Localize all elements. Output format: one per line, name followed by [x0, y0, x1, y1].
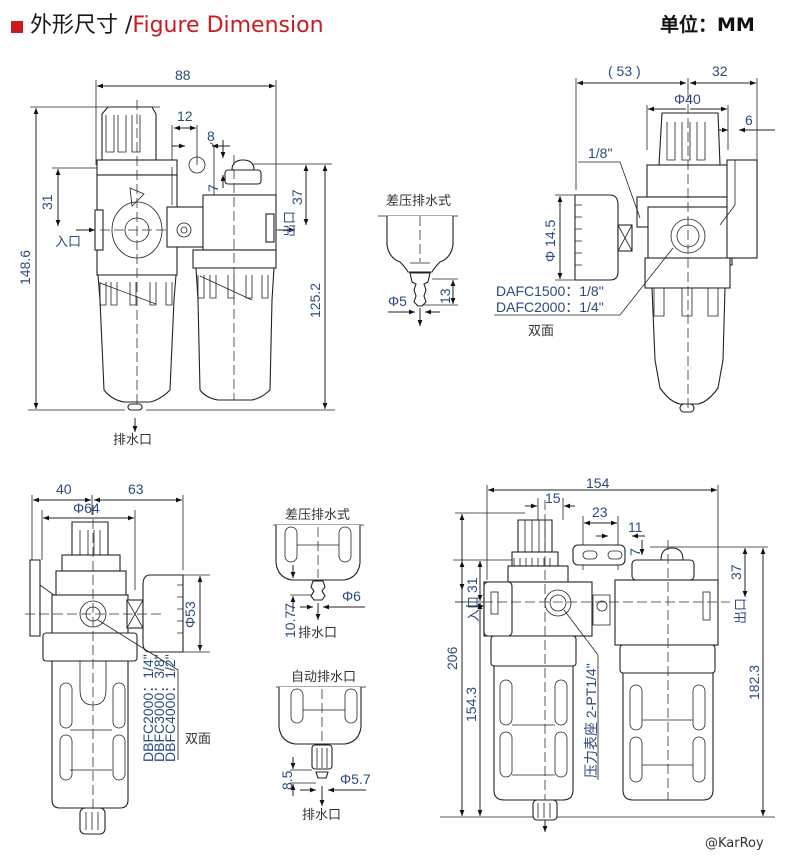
- view-bottom-right: 154 15 23 11 7 206 31 154.3 37 182.3: [440, 475, 775, 832]
- title-en: Figure Dimension: [132, 13, 324, 38]
- dim-154-3: 154.3: [463, 687, 479, 722]
- label-dafc1500: DAFC1500：1/8": [496, 283, 604, 299]
- dim-88: 88: [175, 67, 191, 83]
- view-top-left: 88 148.6 31 12 8 7 37 125.2: [17, 67, 335, 447]
- dim-15: 15: [545, 490, 561, 506]
- dim-11: 11: [628, 519, 643, 535]
- header-square-icon: [11, 21, 23, 33]
- dim-23: 23: [592, 504, 608, 520]
- dim-125-2: 125.2: [307, 283, 323, 318]
- dim-7: 7: [205, 184, 221, 192]
- label-drain-diff: 排水口: [298, 625, 337, 640]
- dim-12: 12: [177, 108, 193, 124]
- dim-7-br: 7: [627, 548, 643, 556]
- label-drain: 排水口: [113, 432, 152, 447]
- view-bottom-left: 40 63 Φ64 Φ53: [25, 481, 211, 835]
- dim-8: 8: [207, 128, 215, 144]
- dim-13: 13: [437, 288, 453, 304]
- bottom-mid-title-1: 差压排水式: [285, 507, 350, 522]
- leader-port: [578, 161, 641, 219]
- label-drain-auto: 排水口: [302, 807, 341, 822]
- unit-label: 单位：MM: [660, 14, 755, 36]
- dim-154: 154: [586, 475, 610, 491]
- label-outlet-br: 出口: [733, 598, 748, 624]
- dim-32: 32: [712, 63, 728, 79]
- dim-6: 6: [745, 112, 753, 128]
- dim-40: 40: [56, 481, 72, 497]
- dim-63: 63: [128, 481, 144, 497]
- page-title: 外形尺寸 /Figure Dimension: [30, 12, 324, 40]
- label-dbfc4000: DBFC4000：1/2": [162, 654, 178, 762]
- dim-phi53: Φ53: [182, 601, 198, 628]
- label-port-1-8: 1/8": [588, 145, 612, 161]
- label-gauge-port: 压力表座 2-PT1/4": [583, 663, 599, 778]
- bottom-mid-title-2: 自动排水口: [291, 669, 356, 684]
- title-cn: 外形尺寸 /: [30, 13, 133, 38]
- dim-phi6: Φ6: [342, 588, 361, 604]
- dim-8-5: 8.5: [279, 770, 295, 790]
- dim-31: 31: [39, 194, 55, 210]
- view-top-right: ( 53 ) 32 Φ40 6 Φ 14.5: [494, 63, 775, 413]
- dim-206: 206: [444, 646, 460, 670]
- dim-37-br: 37: [728, 564, 744, 580]
- label-both-sides-bottom: 双面: [185, 731, 211, 746]
- label-outlet: 出口: [282, 211, 297, 237]
- dim-53: ( 53 ): [608, 63, 641, 79]
- label-dbfc3000: DBFC3000：3/8": [151, 654, 167, 762]
- top-mid-title: 差压排水式: [386, 193, 451, 208]
- view-bottom-mid-differential: 差压排水式 10.77 Φ6 排水口: [273, 507, 365, 640]
- label-both-sides-top: 双面: [528, 323, 554, 338]
- dim-148-6: 148.6: [17, 250, 33, 285]
- label-dbfc2000: DBFC2000：1/4": [140, 654, 156, 762]
- dim-phi64: Φ64: [73, 500, 100, 516]
- view-top-middle: 差压排水式 13 Φ5: [378, 193, 458, 326]
- dim-10-77: 10.77: [282, 603, 298, 638]
- dim-182-3: 182.3: [746, 665, 762, 700]
- watermark: @KarRoy: [705, 836, 764, 851]
- label-dafc2000: DAFC2000：1/4": [496, 299, 604, 315]
- dim-37: 37: [289, 189, 305, 205]
- label-inlet-br: 入口: [466, 596, 481, 622]
- dim-phi14-5: Φ 14.5: [542, 219, 558, 262]
- label-inlet: 入口: [55, 234, 81, 249]
- dim-phi5: Φ5: [388, 293, 407, 309]
- dim-phi40: Φ40: [674, 91, 701, 107]
- view-bottom-mid-auto: 自动排水口 8.5 Φ5.7 排水口: [276, 669, 371, 822]
- dim-phi5-7: Φ5.7: [340, 771, 371, 787]
- dim-31-br: 31: [464, 577, 480, 593]
